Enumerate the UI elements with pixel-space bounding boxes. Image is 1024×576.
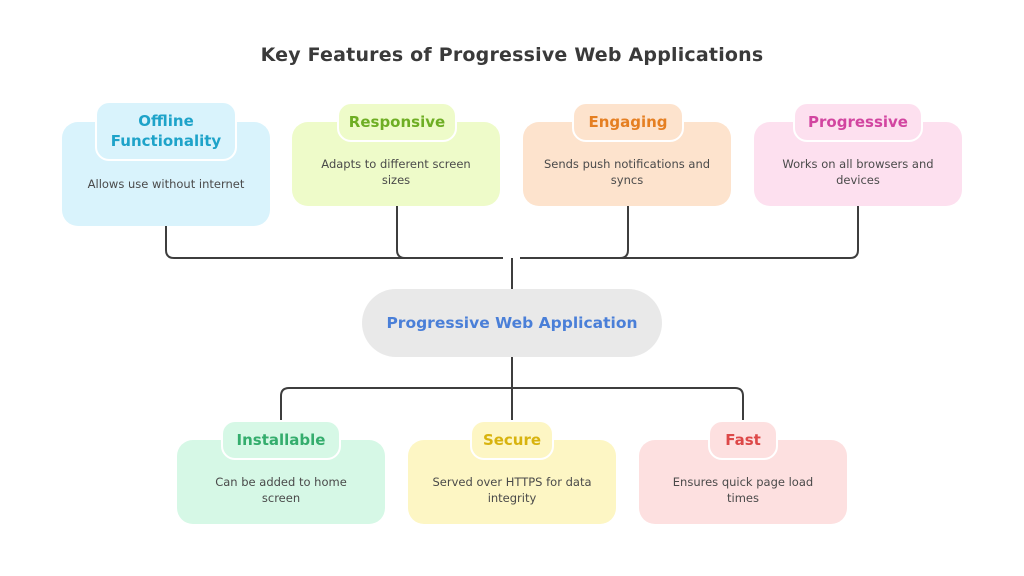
feature-description: Served over HTTPS for data integrity <box>432 475 592 505</box>
feature-label-fast: Fast <box>708 420 778 460</box>
feature-label-responsive: Responsive <box>337 102 457 142</box>
feature-description: Sends push notifications and syncs <box>543 157 711 187</box>
feature-label-offline: Offline Functionality <box>95 101 237 161</box>
feature-description: Adapts to different screen sizes <box>321 157 471 187</box>
feature-description: Can be added to home screen <box>215 475 347 505</box>
connector-progressive <box>520 206 859 259</box>
feature-label-engaging: Engaging <box>572 102 684 142</box>
feature-label-secure: Secure <box>470 420 554 460</box>
connector-engaging <box>619 206 629 259</box>
connector-installable <box>280 387 512 420</box>
feature-description: Ensures quick page load times <box>672 475 814 505</box>
feature-description: Works on all browsers and devices <box>782 157 934 187</box>
central-node: Progressive Web Application <box>362 289 662 357</box>
connector-responsive <box>396 206 406 259</box>
connector-offline <box>165 226 503 259</box>
diagram-title: Key Features of Progressive Web Applicat… <box>260 44 764 66</box>
feature-description: Allows use without internet <box>87 177 245 191</box>
feature-label-installable: Installable <box>221 420 341 460</box>
connector-fast <box>512 387 744 420</box>
feature-label-progressive: Progressive <box>793 102 923 142</box>
